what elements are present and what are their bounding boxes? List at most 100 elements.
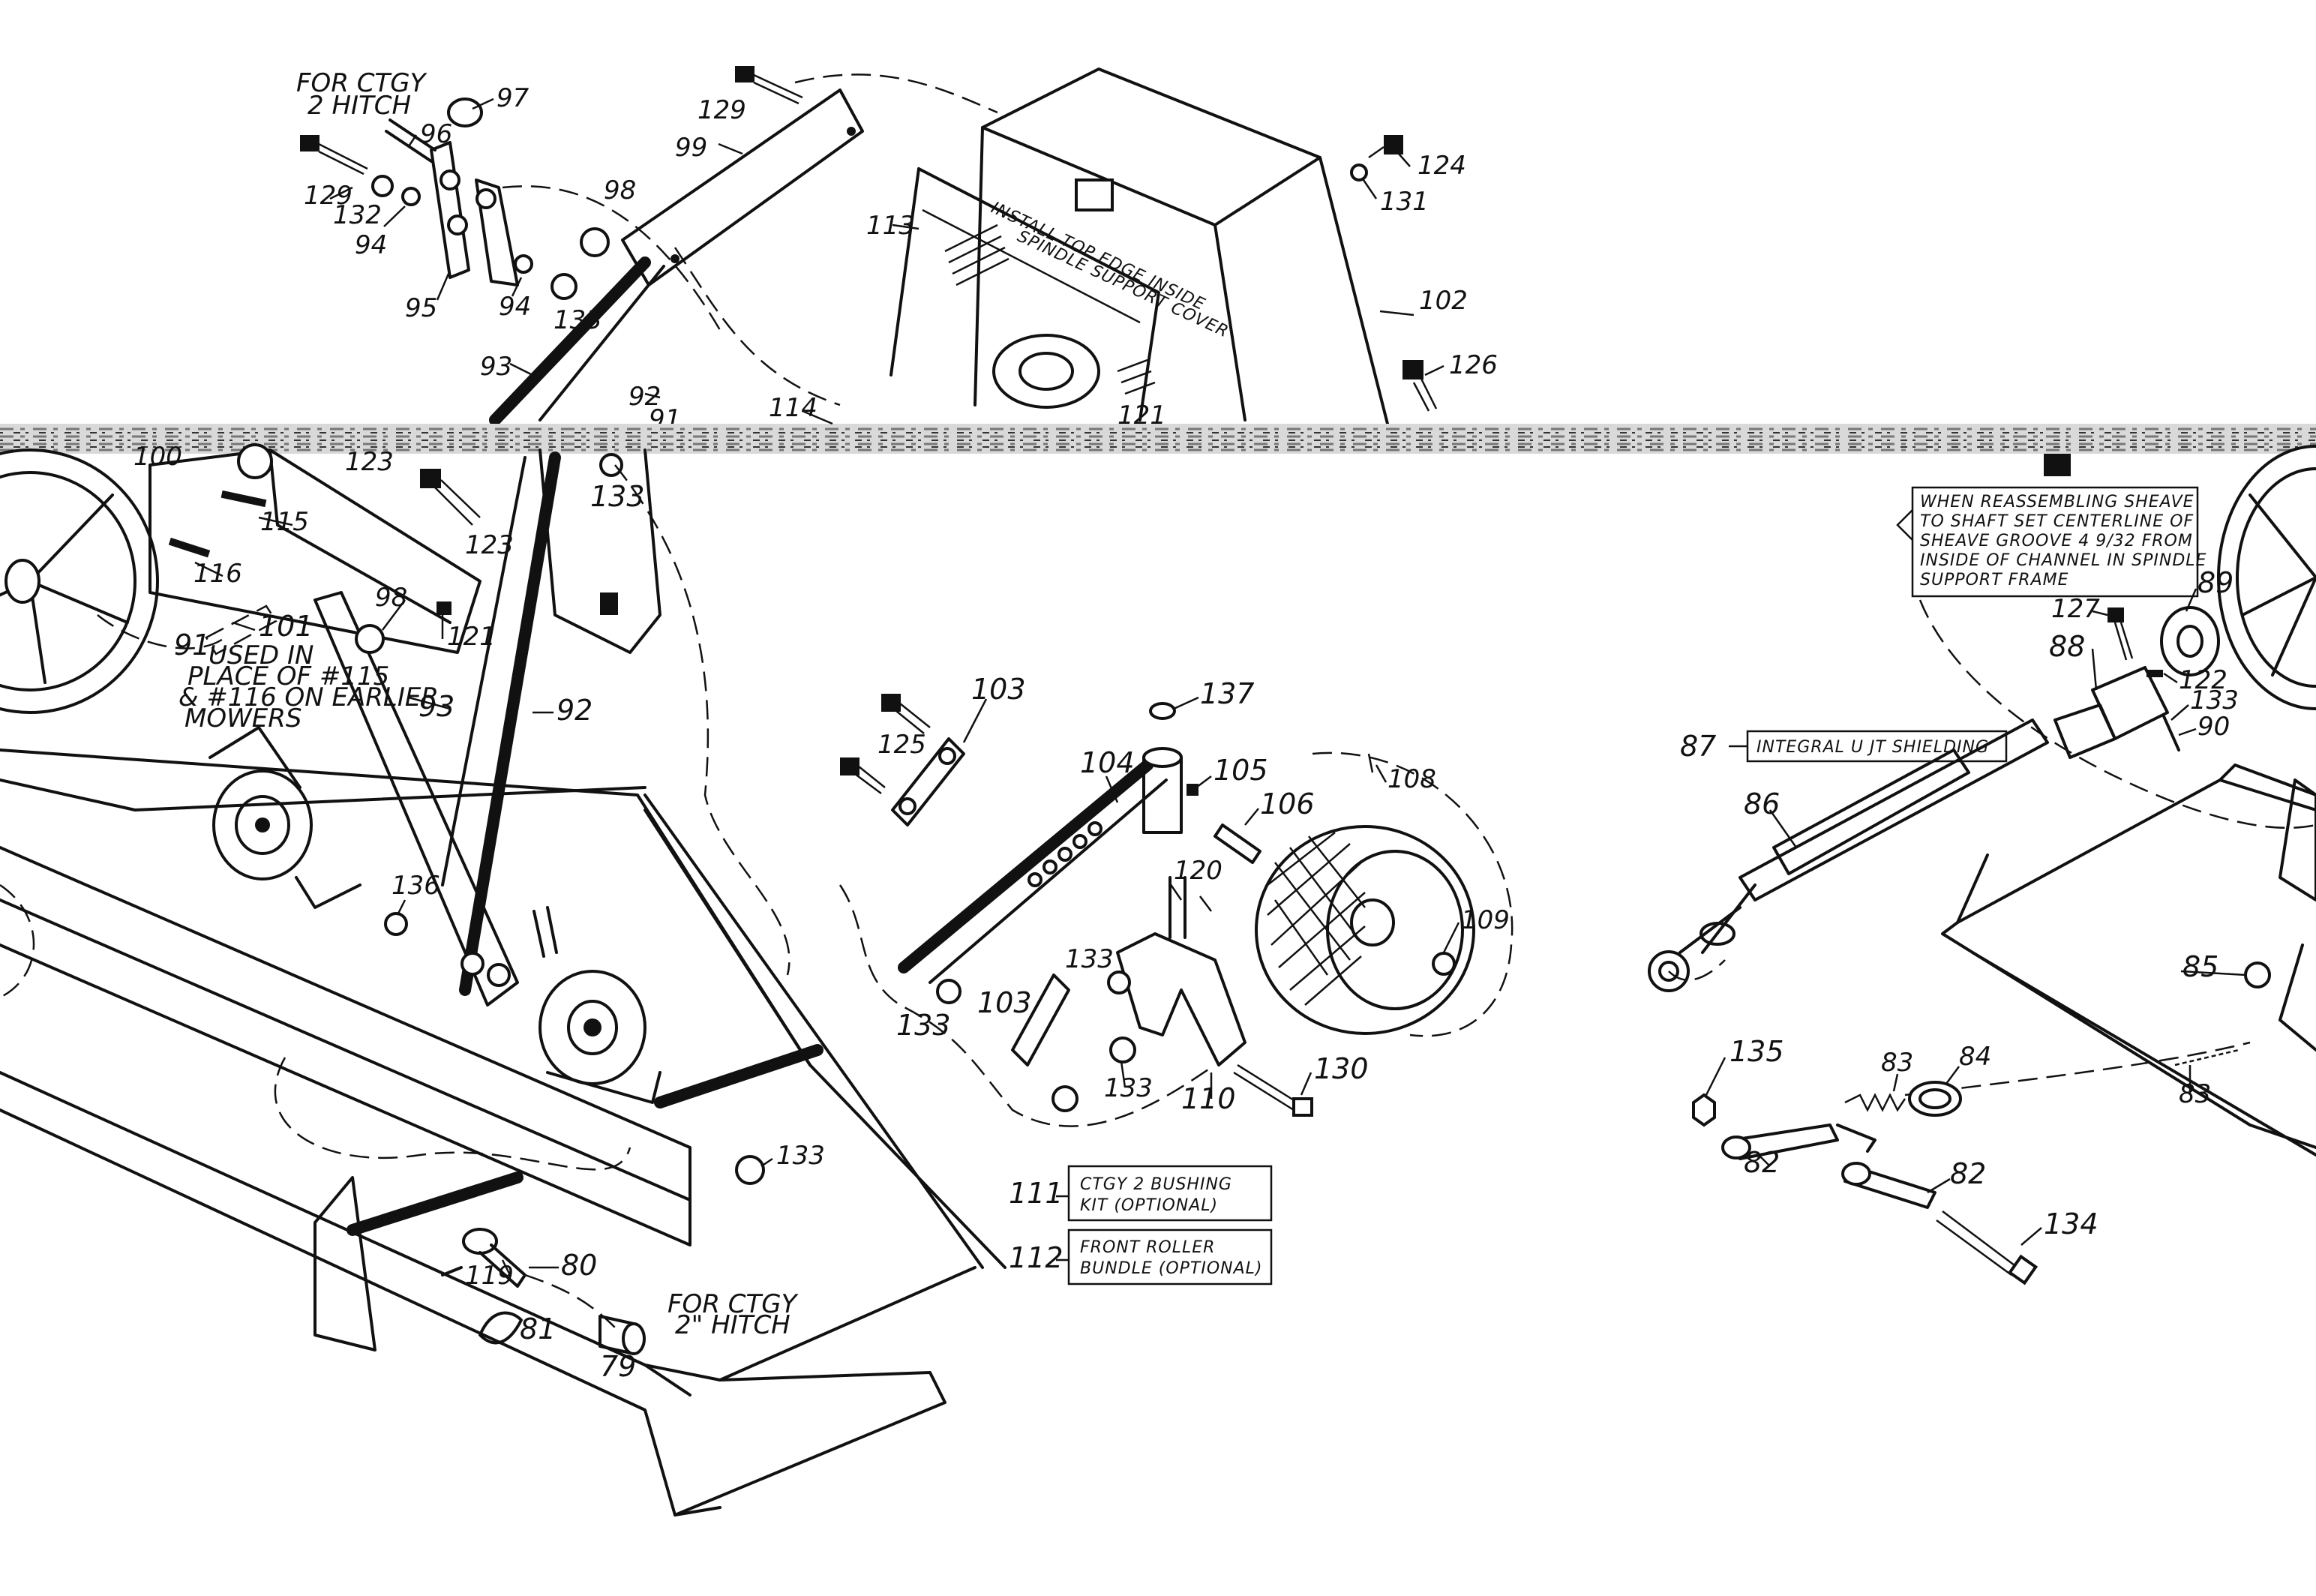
label-137: 137 <box>1200 677 1255 710</box>
dash-link-arms <box>1904 1041 2251 1096</box>
label-131: 131 <box>1380 187 1429 217</box>
label-133-c1: 133 <box>896 1009 951 1042</box>
nut-85 <box>2244 962 2271 988</box>
deck-rear-channel <box>0 846 692 1246</box>
bolt-126 <box>1402 360 1438 412</box>
bolt-127 <box>2108 608 2134 661</box>
deck-top-edge <box>0 748 1006 1269</box>
label-111: 111 <box>1009 1177 1064 1210</box>
label-87: 87 <box>1680 730 1716 763</box>
label-89: 89 <box>2198 566 2234 599</box>
pin-116 <box>168 537 211 558</box>
nut-109 <box>1432 952 1456 976</box>
label-91-left: 91 <box>174 628 210 662</box>
label-101: 101 <box>259 610 314 643</box>
bolt-125-top <box>881 694 931 734</box>
nut-133-c4 <box>1052 1085 1078 1112</box>
label-80: 80 <box>561 1249 597 1282</box>
note-bushing-kit-2: KIT (OPTIONAL) <box>1080 1196 1218 1215</box>
label-135: 135 <box>1730 1035 1784 1068</box>
bushing-79 <box>598 1315 646 1355</box>
label-130: 130 <box>1314 1052 1369 1085</box>
nut-133-upper <box>599 453 623 477</box>
dash-outline-roller <box>838 884 1216 1127</box>
hub-89 <box>2160 606 2220 676</box>
label-134: 134 <box>2044 1208 2098 1240</box>
note-reassembling-3: SHEAVE GROOVE 4 9/32 FROM <box>1920 532 2193 550</box>
label-109: 109 <box>1461 905 1510 935</box>
belt-guard-rod <box>654 1044 824 1108</box>
bolt-129-top <box>735 66 803 105</box>
label-129-top: 129 <box>698 95 746 125</box>
label-103-top: 103 <box>971 673 1026 706</box>
note-reassembling-4: INSIDE OF CHANNEL IN SPINDLE <box>1920 551 2206 570</box>
driveline-assembly: WHEN REASSEMBLING SHEAVE TO SHAFT SET CE… <box>1648 445 2316 1286</box>
label-132: 132 <box>333 200 382 230</box>
leader-lines <box>194 98 2247 1276</box>
bolt-105 <box>1186 784 1198 796</box>
note-used-in-3: & #116 ON EARLIER <box>178 682 439 712</box>
nut-133-c1 <box>936 979 962 1004</box>
gearbox-front-edge <box>1214 224 1246 422</box>
bushing-kit-box: CTGY 2 BUSHING KIT (OPTIONAL) <box>1056 1165 1273 1222</box>
rear-strap <box>346 1172 524 1236</box>
front-roller-box: FRONT ROLLER BUNDLE (OPTIONAL) <box>1056 1228 1273 1286</box>
label-123-right: 123 <box>465 530 514 560</box>
lift-arm-82-left <box>1721 1124 1876 1160</box>
label-136: 136 <box>392 871 440 901</box>
bolt-123 <box>420 469 481 526</box>
label-83-left: 83 <box>1881 1048 1913 1078</box>
front-roller-assembly <box>838 694 1514 1127</box>
top-fitting-right <box>2044 454 2071 476</box>
label-93-left: 93 <box>418 690 454 723</box>
note-reassembling-2: TO SHAFT SET CENTERLINE OF <box>1920 512 2194 531</box>
label-119: 119 <box>465 1261 514 1291</box>
bushing <box>447 98 483 128</box>
pivot-shaft <box>1168 876 1186 939</box>
note-spindle-cover-2: SPINDLE SUPPORT COVER <box>1014 227 1232 342</box>
label-120: 120 <box>1174 856 1222 886</box>
link-103-top <box>891 737 965 826</box>
label-108: 108 <box>1388 764 1436 794</box>
spacer-98-top <box>580 227 610 257</box>
label-88: 88 <box>2049 630 2085 663</box>
hitch-plate <box>430 141 470 279</box>
axle-106 <box>1214 824 1262 864</box>
pin-80 <box>462 1228 526 1288</box>
label-124: 124 <box>1418 151 1466 181</box>
label-105: 105 <box>1214 754 1268 787</box>
bolt-121 <box>436 602 452 615</box>
tension-bar-top <box>489 256 651 426</box>
dash-outline-deck <box>274 1057 632 1171</box>
deck-skid-bottom <box>0 1108 722 1516</box>
right-deck-top <box>1956 778 2316 924</box>
hair-pin-81 <box>478 1311 523 1345</box>
label-98-top: 98 <box>604 176 636 206</box>
belt-path-top <box>674 74 998 406</box>
note-reassembling-5: SUPPORT FRAME <box>1920 571 2069 590</box>
large-sheave-right <box>2217 445 2316 710</box>
label-97: 97 <box>496 83 530 113</box>
upper-assembly <box>300 66 1438 426</box>
note-used-in-1: USED IN <box>208 640 314 670</box>
arm-104 <box>898 759 1154 974</box>
label-112: 112 <box>1009 1241 1064 1274</box>
bolt-134 <box>1936 1210 2038 1286</box>
label-94-left: 94 <box>355 230 387 260</box>
lift-arm-82-right <box>1841 1162 1936 1209</box>
note-used-in-4: MOWERS <box>184 704 302 734</box>
spindle-hub <box>992 334 1100 409</box>
note-front-roller-2: BUNDLE (OPTIONAL) <box>1080 1259 1263 1278</box>
pin-115 <box>220 490 267 508</box>
nut-94-top <box>401 187 421 206</box>
label-82-left: 82 <box>1744 1146 1780 1179</box>
bolt-130 <box>1233 1064 1313 1117</box>
post <box>532 906 558 958</box>
label-94-right: 94 <box>499 292 531 322</box>
label-95: 95 <box>405 293 437 323</box>
pivot-tube <box>1142 756 1183 834</box>
label-113: 113 <box>866 211 915 241</box>
nut-133-deck <box>735 1155 765 1185</box>
tension-bar-top-2 <box>538 265 665 422</box>
note-ctgy2-hitch-bottom-1: FOR CTGY <box>668 1289 799 1319</box>
